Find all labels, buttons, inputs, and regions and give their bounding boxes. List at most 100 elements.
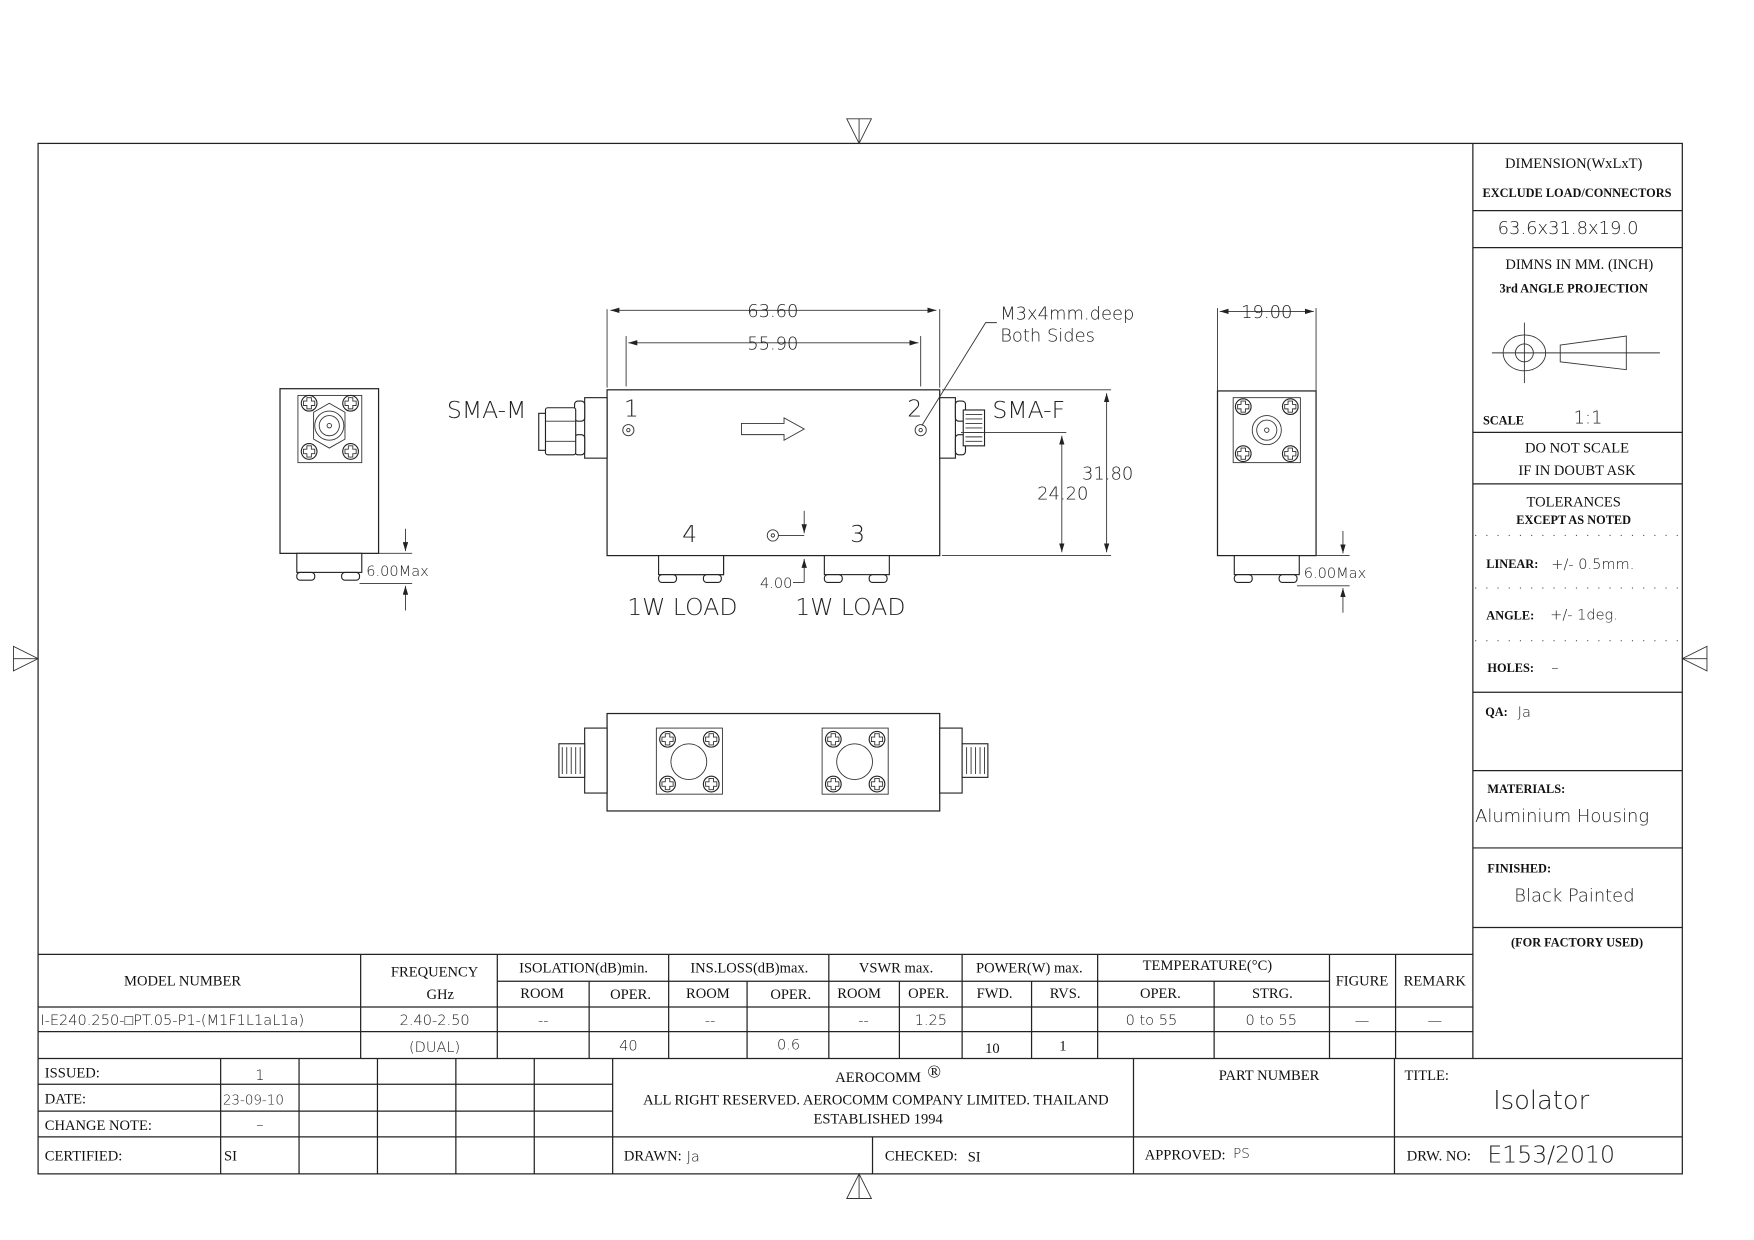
do-not-scale: DO NOT SCALE — [1525, 441, 1629, 457]
direction-arrow-icon — [741, 417, 806, 441]
spec-table: MODEL NUMBER FREQUENCY GHz ISOLATION(dB)… — [38, 953, 1683, 1060]
loss-oper-value: 0.6 — [777, 1037, 800, 1054]
linear-label: LINEAR: — [1486, 557, 1538, 571]
change-note-label: CHANGE NOTE: — [45, 1118, 152, 1134]
vswr-oper-value: 1.25 — [915, 1012, 947, 1029]
third-angle-projection-icon — [1491, 322, 1660, 384]
dim-height: 31.80 — [1082, 463, 1133, 484]
qa-label: QA: — [1485, 705, 1508, 719]
frequency-value: 2.40-2.50 — [400, 1012, 470, 1029]
header-ins-loss: INS.LOSS(dB)max. — [690, 960, 808, 976]
header-frequency: FREQUENCY — [391, 965, 479, 981]
dim-width: 19.00 — [1241, 302, 1292, 323]
side-panel: DIMENSION(WxLxT) EXCLUDE LOAD/CONNECTORS… — [1472, 143, 1683, 1059]
dimension-value: 63.6x31.8x19.0 — [1498, 218, 1639, 239]
iso-oper-value: 40 — [619, 1038, 638, 1055]
approved-label: APPROVED: — [1145, 1147, 1226, 1163]
header-power: POWER(W) max. — [976, 960, 1083, 976]
scale-value: 1:1 — [1574, 407, 1603, 428]
header-loss-oper: OPER. — [770, 987, 811, 1003]
sma-female-connector — [939, 397, 986, 459]
left-side-view: 6.00Max — [279, 388, 429, 611]
power-fwd-value: 10 — [985, 1041, 1000, 1057]
header-vswr-room: ROOM — [837, 986, 881, 1002]
dimension-label: DIMENSION(WxLxT) — [1505, 156, 1643, 172]
remark-value: — — [1428, 1012, 1443, 1029]
hole-note-line2: Both Sides — [1000, 326, 1095, 347]
drw-no-label: DRW. NO: — [1407, 1148, 1471, 1164]
front-view: 63.60 55.90 M3x4mm.deep Both Sides SMA-M… — [447, 301, 1134, 621]
date-label: DATE: — [45, 1091, 86, 1107]
drawn-value: Ja — [687, 1149, 700, 1166]
header-remark: REMARK — [1404, 974, 1467, 990]
centering-mark-bottom — [846, 1172, 873, 1199]
header-vswr: VSWR max. — [859, 960, 933, 976]
dimension-note: EXCLUDE LOAD/CONNECTORS — [1483, 186, 1672, 200]
load-left — [658, 555, 725, 584]
units-label: DIMNS IN MM. (INCH) — [1505, 257, 1653, 273]
factory-used-label: (FOR FACTORY USED) — [1511, 935, 1643, 949]
header-temp-oper: OPER. — [1140, 986, 1181, 1002]
dim-load-left: 6.00Max — [366, 563, 428, 580]
dim-load-right: 6.00Max — [1304, 565, 1366, 582]
dim-overall-length: 63.60 — [747, 301, 798, 322]
holes-value: – — [1551, 659, 1558, 676]
header-model-number: MODEL NUMBER — [124, 974, 241, 990]
except-noted: EXCEPT AS NOTED — [1516, 513, 1631, 527]
drawing-title: Isolator — [1493, 1086, 1590, 1116]
connector-left-label: SMA-M — [447, 396, 527, 424]
tolerances-label: TOLERANCES — [1527, 494, 1621, 510]
right-side-view: 19.00 6.00Max — [1216, 302, 1366, 613]
header-iso-room: ROOM — [520, 986, 564, 1002]
projection-label: 3rd ANGLE PROJECTION — [1499, 281, 1648, 295]
header-iso-oper: OPER. — [610, 987, 651, 1003]
model-number-value: I-E240.250-□PT.05-P1-(M1F1L1aL1a) — [40, 1012, 304, 1029]
certified-label: CERTIFIED: — [45, 1148, 123, 1164]
rights-text: ALL RIGHT RESERVED. AEROCOMM COMPANY LIM… — [643, 1092, 1108, 1108]
registered-mark: ® — [927, 1062, 941, 1082]
issued-value: 1 — [255, 1067, 264, 1084]
temp-strg-value: 0 to 55 — [1245, 1012, 1297, 1029]
sma-male-connector — [538, 397, 608, 459]
header-isolation: ISOLATION(dB)min. — [519, 960, 648, 976]
dim-hole-offset: 4.00 — [760, 575, 792, 592]
checked-label: CHECKED: — [885, 1148, 958, 1164]
port-4-label: 4 — [682, 520, 697, 548]
temp-oper-value: 0 to 55 — [1126, 1012, 1178, 1029]
drawn-label: DRAWN: — [624, 1148, 682, 1164]
certified-value: SI — [224, 1148, 237, 1164]
header-frequency-unit: GHz — [426, 987, 454, 1003]
loss-room-value: -- — [705, 1012, 716, 1029]
header-power-rvs: RVS. — [1050, 986, 1081, 1002]
header-loss-room: ROOM — [686, 986, 730, 1002]
if-in-doubt: IF IN DOUBT ASK — [1518, 463, 1636, 479]
finished-value: Black Painted — [1514, 886, 1634, 907]
load-left-label: 1W LOAD — [627, 593, 737, 621]
checked-value: SI — [968, 1150, 981, 1166]
title-label: TITLE: — [1405, 1068, 1449, 1084]
centering-mark-top — [846, 118, 873, 145]
load-right-label: 1W LOAD — [795, 593, 905, 621]
connector-right-label: SMA-F — [992, 396, 1065, 424]
part-number-label: PART NUMBER — [1219, 1068, 1320, 1084]
holes-label: HOLES: — [1487, 661, 1534, 675]
angle-value: +/- 1deg. — [1550, 606, 1618, 623]
company-name: AEROCOMM — [835, 1070, 921, 1086]
header-power-fwd: FWD. — [977, 986, 1013, 1002]
hole-note-line1: M3x4mm.deep — [1000, 303, 1134, 324]
port-3-label: 3 — [850, 520, 865, 548]
header-figure: FIGURE — [1336, 974, 1389, 990]
port-1-label: 1 — [624, 395, 639, 423]
approved-value: PS — [1233, 1147, 1250, 1162]
frequency-dual: (DUAL) — [409, 1039, 460, 1056]
drw-no-value: E153/2010 — [1487, 1141, 1615, 1169]
qa-value: Ja — [1518, 704, 1531, 721]
port-2-label: 2 — [907, 395, 922, 423]
title-block: ISSUED: 1 DATE: 23-09-10 CHANGE NOTE: – … — [38, 1058, 1683, 1174]
dim-hole-spacing: 55.90 — [747, 334, 798, 355]
iso-room-value: -- — [538, 1012, 549, 1029]
issued-label: ISSUED: — [45, 1066, 100, 1082]
header-vswr-oper: OPER. — [908, 986, 949, 1002]
bottom-view — [558, 712, 989, 812]
